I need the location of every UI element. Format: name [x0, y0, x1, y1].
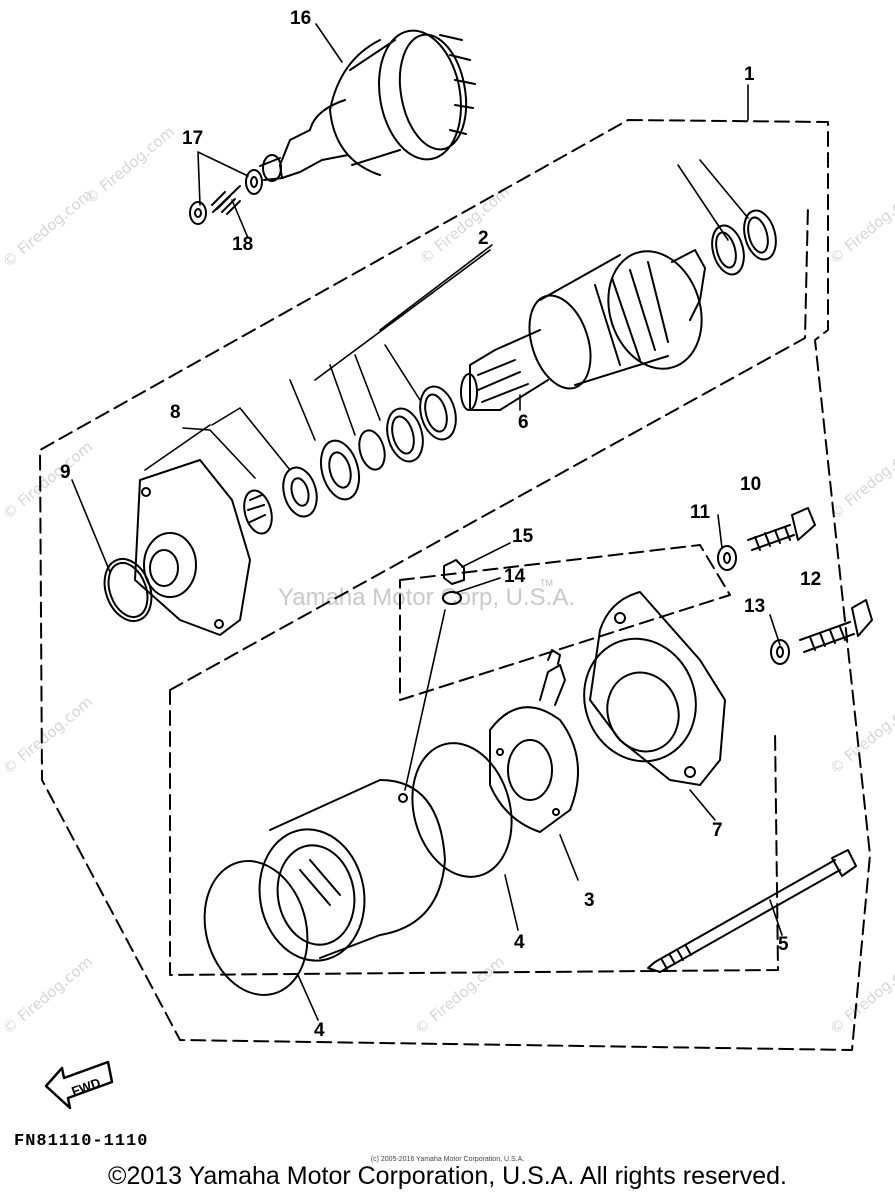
small-copyright: (c) 2005-2016 Yamaha Motor Corporation, …: [370, 1156, 525, 1163]
washers-and-spring: [189, 169, 263, 225]
watermark: © Firedog.com: [0, 438, 96, 523]
center-watermark: Yamaha Motor Corp, U.S.A.: [278, 584, 575, 611]
watermark: © Firedog.com: [81, 123, 178, 208]
watermark: © Firedog.com: [0, 953, 96, 1038]
callout-2: 2: [478, 228, 489, 249]
leader-lines: [71, 23, 783, 1021]
gasket-lower: [203, 860, 309, 996]
callout-5: 5: [778, 934, 789, 955]
callout-6: 6: [518, 412, 529, 433]
callout-15: 15: [512, 526, 534, 547]
callout-9: 9: [60, 462, 71, 483]
rear-cover: [583, 591, 726, 786]
footer-copyright: ©2013 Yamaha Motor Corporation, U.S.A. A…: [108, 1162, 787, 1190]
watermark: © Firedog.com: [826, 183, 895, 268]
gasket-upper: [411, 742, 513, 878]
callout-12: 12: [800, 569, 821, 590]
armature-group-boundary: [169, 204, 809, 691]
callout-14: 14: [504, 566, 526, 587]
yoke-housing: [258, 779, 446, 962]
callout-11: 11: [690, 502, 711, 523]
watermark: © Firedog.com: [0, 693, 96, 778]
callout-18: 18: [232, 234, 253, 255]
brush-group-boundary: [169, 689, 779, 976]
outer-assembly-boundary: [39, 119, 871, 1051]
bolt-group-boundary: [399, 544, 731, 701]
assembly-outline: [39, 119, 871, 1051]
o-ring: [103, 558, 153, 622]
fwd-arrow-icon: FWD: [44, 1060, 114, 1110]
callout-3: 3: [584, 890, 595, 911]
callout-16: 16: [290, 8, 311, 29]
callout-1: 1: [744, 64, 755, 85]
pinion-clutch-assembly: [259, 29, 476, 182]
callout-8: 8: [170, 402, 181, 423]
watermark: © Firedog.com: [0, 186, 96, 271]
watermark: © Firedog.com: [826, 438, 895, 523]
callout-7: 7: [712, 820, 723, 841]
thrust-washers: [282, 209, 777, 518]
nut-and-washer: [442, 559, 465, 605]
front-cover: [134, 459, 273, 636]
watermark: © Firedog.com: [411, 953, 508, 1038]
callout-17: 17: [182, 128, 203, 149]
bolts-and-washers: [717, 507, 873, 665]
through-bolt: [647, 849, 857, 973]
callout-13: 13: [744, 596, 765, 617]
callout-4: 4: [514, 932, 525, 953]
callout-numbers: 1 2 3 4 4 5 6 7 8 9 10 11 12 13 14 15 16…: [60, 8, 821, 1041]
diagram-code: FN81110-1110: [14, 1132, 149, 1151]
trademark-mark: TM: [540, 578, 553, 588]
fwd-label: FWD: [69, 1075, 102, 1099]
callout-10: 10: [740, 474, 761, 495]
callout-4: 4: [314, 1020, 325, 1041]
watermark: © Firedog.com: [416, 183, 513, 268]
armature: [460, 249, 706, 411]
brush-plate: [489, 649, 579, 833]
